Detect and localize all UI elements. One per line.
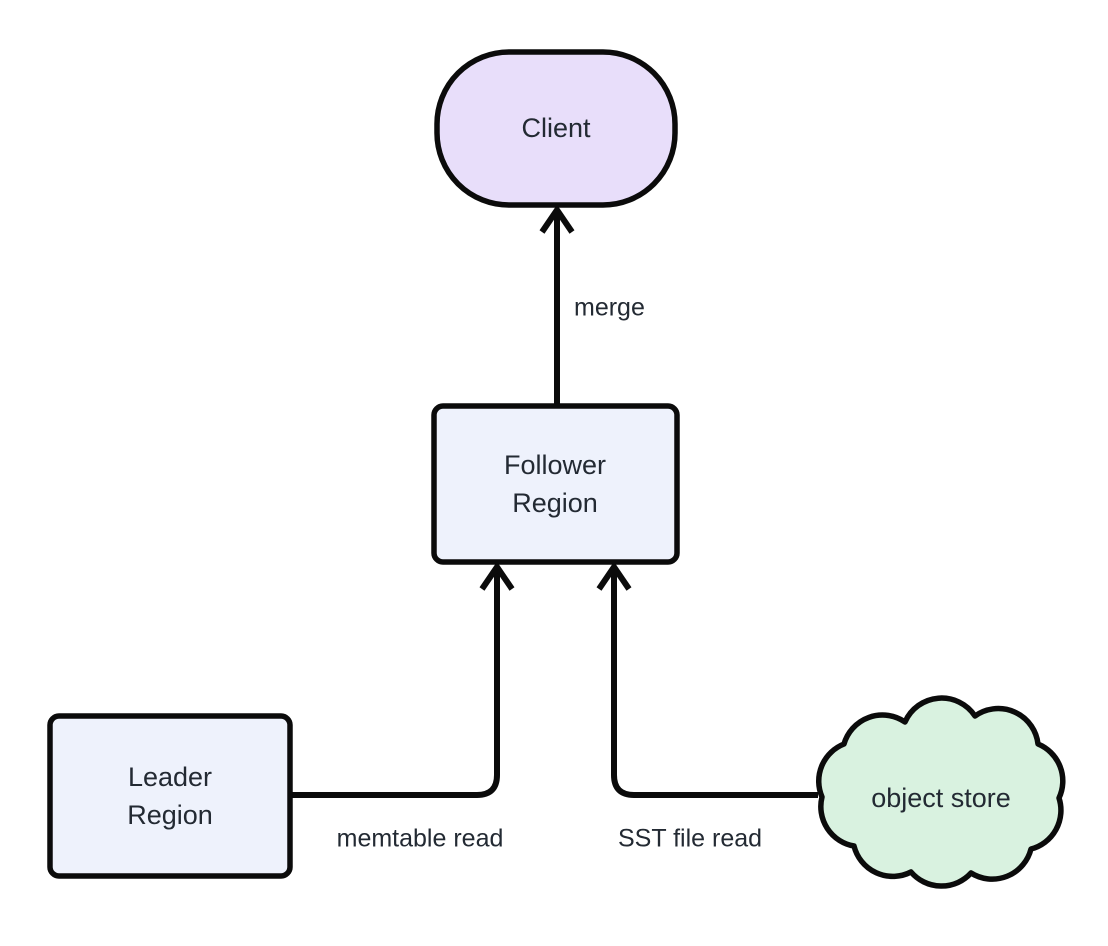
- edge-sst-file-read: [596, 561, 818, 798]
- node-follower-region-label-line1: Follower: [504, 450, 606, 480]
- node-follower-region-shape: [431, 403, 680, 565]
- node-follower-region[interactable]: Follower Region: [431, 403, 680, 565]
- edge-memtable-read-path: [290, 572, 500, 798]
- edge-sst-file-read-arrowhead: [596, 561, 632, 591]
- node-client-shape: [434, 49, 678, 208]
- node-client[interactable]: Client: [434, 49, 678, 208]
- edge-label-memtable-read: memtable read: [337, 825, 504, 853]
- edge-label-merge: merge: [574, 294, 645, 322]
- node-leader-region-shape: [47, 713, 293, 879]
- edge-memtable-read: [290, 561, 515, 798]
- node-object-store-label: object store: [871, 783, 1011, 813]
- edge-merge: [539, 204, 575, 406]
- node-object-store[interactable]: object store: [816, 695, 1066, 889]
- node-leader-region[interactable]: Leader Region: [47, 713, 293, 879]
- node-client-label: Client: [521, 113, 591, 143]
- edge-label-sst-file-read: SST file read: [618, 825, 762, 853]
- node-leader-region-label-line2: Region: [127, 800, 213, 830]
- node-leader-region-label-line1: Leader: [128, 762, 212, 792]
- edge-merge-arrowhead: [539, 204, 575, 234]
- edge-sst-file-read-path: [611, 572, 818, 798]
- node-follower-region-label-line2: Region: [512, 488, 598, 518]
- edge-memtable-read-arrowhead: [479, 561, 515, 591]
- node-object-store-cloud-icon: [816, 695, 1066, 889]
